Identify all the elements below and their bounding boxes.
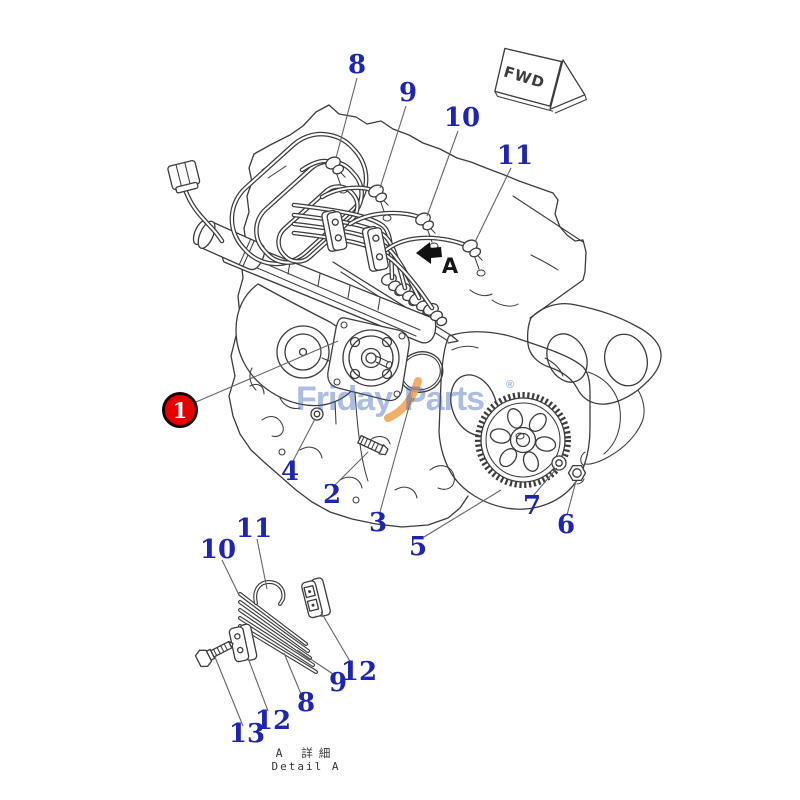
callout-9: 9 [399,78,417,108]
detail-callout-10: 10 [200,535,236,565]
callout-labels-main: 8 9 10 11 4 2 3 5 7 6 [281,50,575,562]
injection-pipes [215,117,483,308]
part-1-badge-label: 1 [173,398,188,423]
pipe-fitting-8 [325,156,346,178]
callout-11: 11 [497,141,533,171]
watermark: Friday Parts ® [296,377,514,422]
detail-a-subdiagram: 10 11 12 9 8 12 13 A 詳細 Detail A [194,514,377,773]
pipe-fitting-9 [368,184,389,206]
callout-5: 5 [409,532,427,562]
view-a-arrow-icon [416,242,442,264]
detail-callout-12-right: 12 [341,657,377,687]
manifold-bracket [526,303,662,467]
callout-10: 10 [444,103,480,133]
callout-2: 2 [323,480,341,510]
detail-caption: A 詳細 Detail A [272,746,341,773]
fwd-direction-marker: FWD [494,47,588,114]
timing-gear-item-5 [475,392,571,488]
detail-caption-en: Detail A [272,760,341,773]
detail-caption-jp: A 詳細 [276,746,337,760]
part-1-badge[interactable]: 1 [162,392,198,428]
registered-trademark-icon: ® [506,379,514,391]
callout-6: 6 [557,510,575,540]
callout-7: 7 [523,491,541,521]
callout-8: 8 [348,50,366,80]
leader-lines-detail [214,538,352,727]
detail-callout-8: 8 [297,688,315,718]
delivery-valves [381,272,448,327]
detail-callout-9: 9 [329,668,347,698]
detail-callout-11: 11 [236,514,272,544]
detail-callout-13: 13 [229,719,265,749]
detail-bolt-13 [194,640,234,668]
view-a-marker: A [416,242,459,278]
washer-item-7 [551,455,567,471]
leader-lines-main [195,77,577,538]
wiring-connector [167,159,201,194]
pipe-clamp-left [321,209,348,252]
watermark-part1: Friday [296,380,393,418]
watermark-swoosh-icon [384,377,422,422]
pipe-fitting-10 [415,212,436,234]
nut-item-6 [567,464,587,485]
view-a-label: A [442,254,459,278]
callout-3: 3 [369,508,387,538]
pump-mount-flange [327,317,410,402]
bolt-item-2 [357,434,389,456]
callout-labels-detail: 10 11 12 9 8 12 13 [200,514,377,749]
detail-clamp-left [228,623,258,663]
detail-callout-12-left: 12 [255,706,291,736]
pipe-clamp-right [361,225,389,272]
callout-4: 4 [281,457,299,487]
watermark-part2: Parts [404,380,484,418]
detail-clamp-right [301,577,331,619]
pipe-fitting-11 [462,239,483,261]
nut-item-4 [310,407,324,421]
